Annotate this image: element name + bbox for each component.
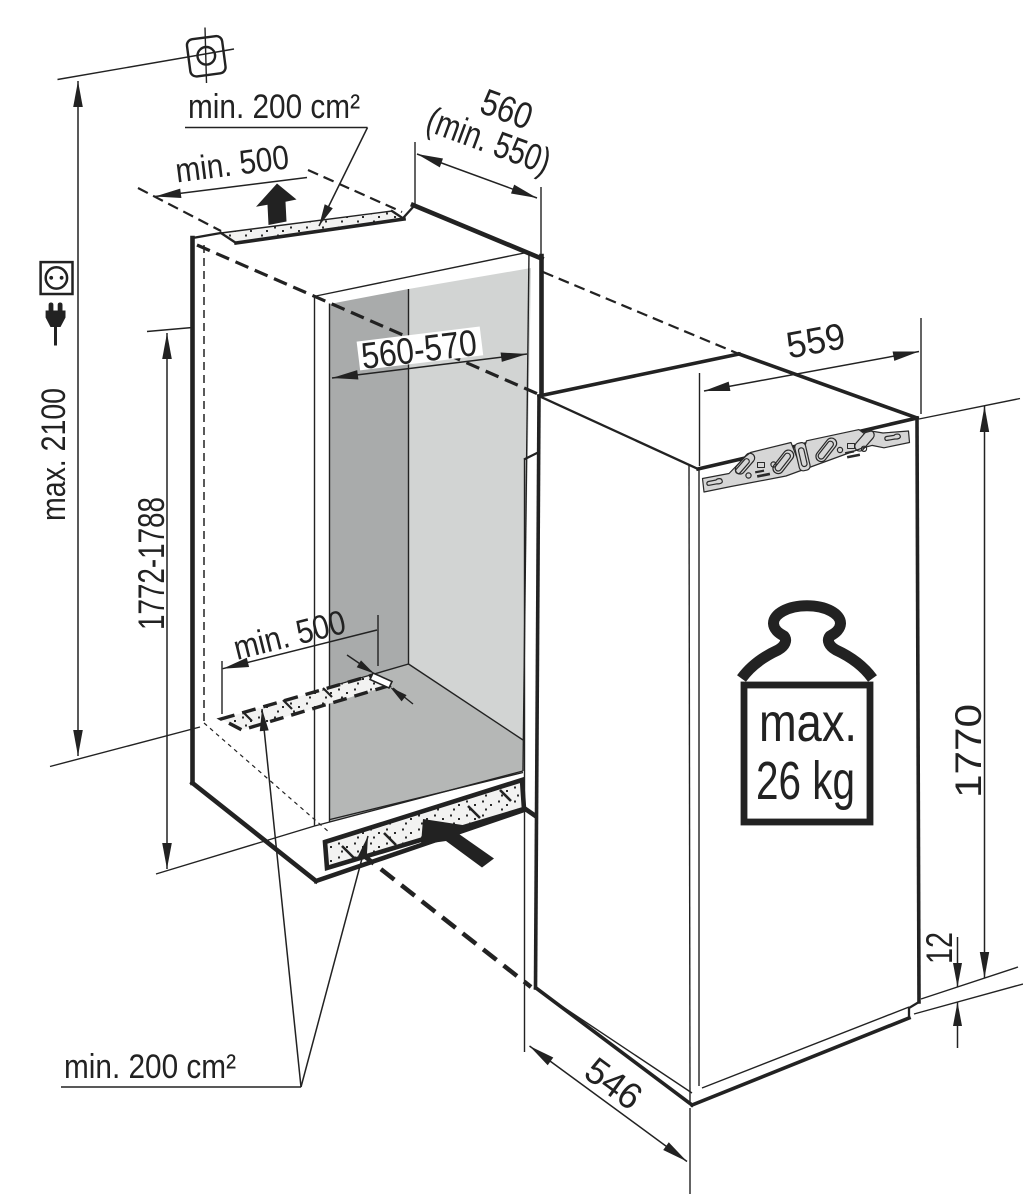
svg-text:26 kg: 26 kg [756, 751, 855, 811]
svg-text:min. 200 cm²: min. 200 cm² [188, 88, 360, 126]
svg-text:max. 2100: max. 2100 [35, 388, 73, 521]
svg-text:12: 12 [919, 932, 960, 964]
svg-text:max.: max. [759, 693, 857, 753]
svg-text:1772-1788: 1772-1788 [131, 497, 172, 630]
svg-text:min. 200 cm²: min. 200 cm² [64, 1048, 236, 1086]
svg-text:1770: 1770 [948, 704, 989, 798]
